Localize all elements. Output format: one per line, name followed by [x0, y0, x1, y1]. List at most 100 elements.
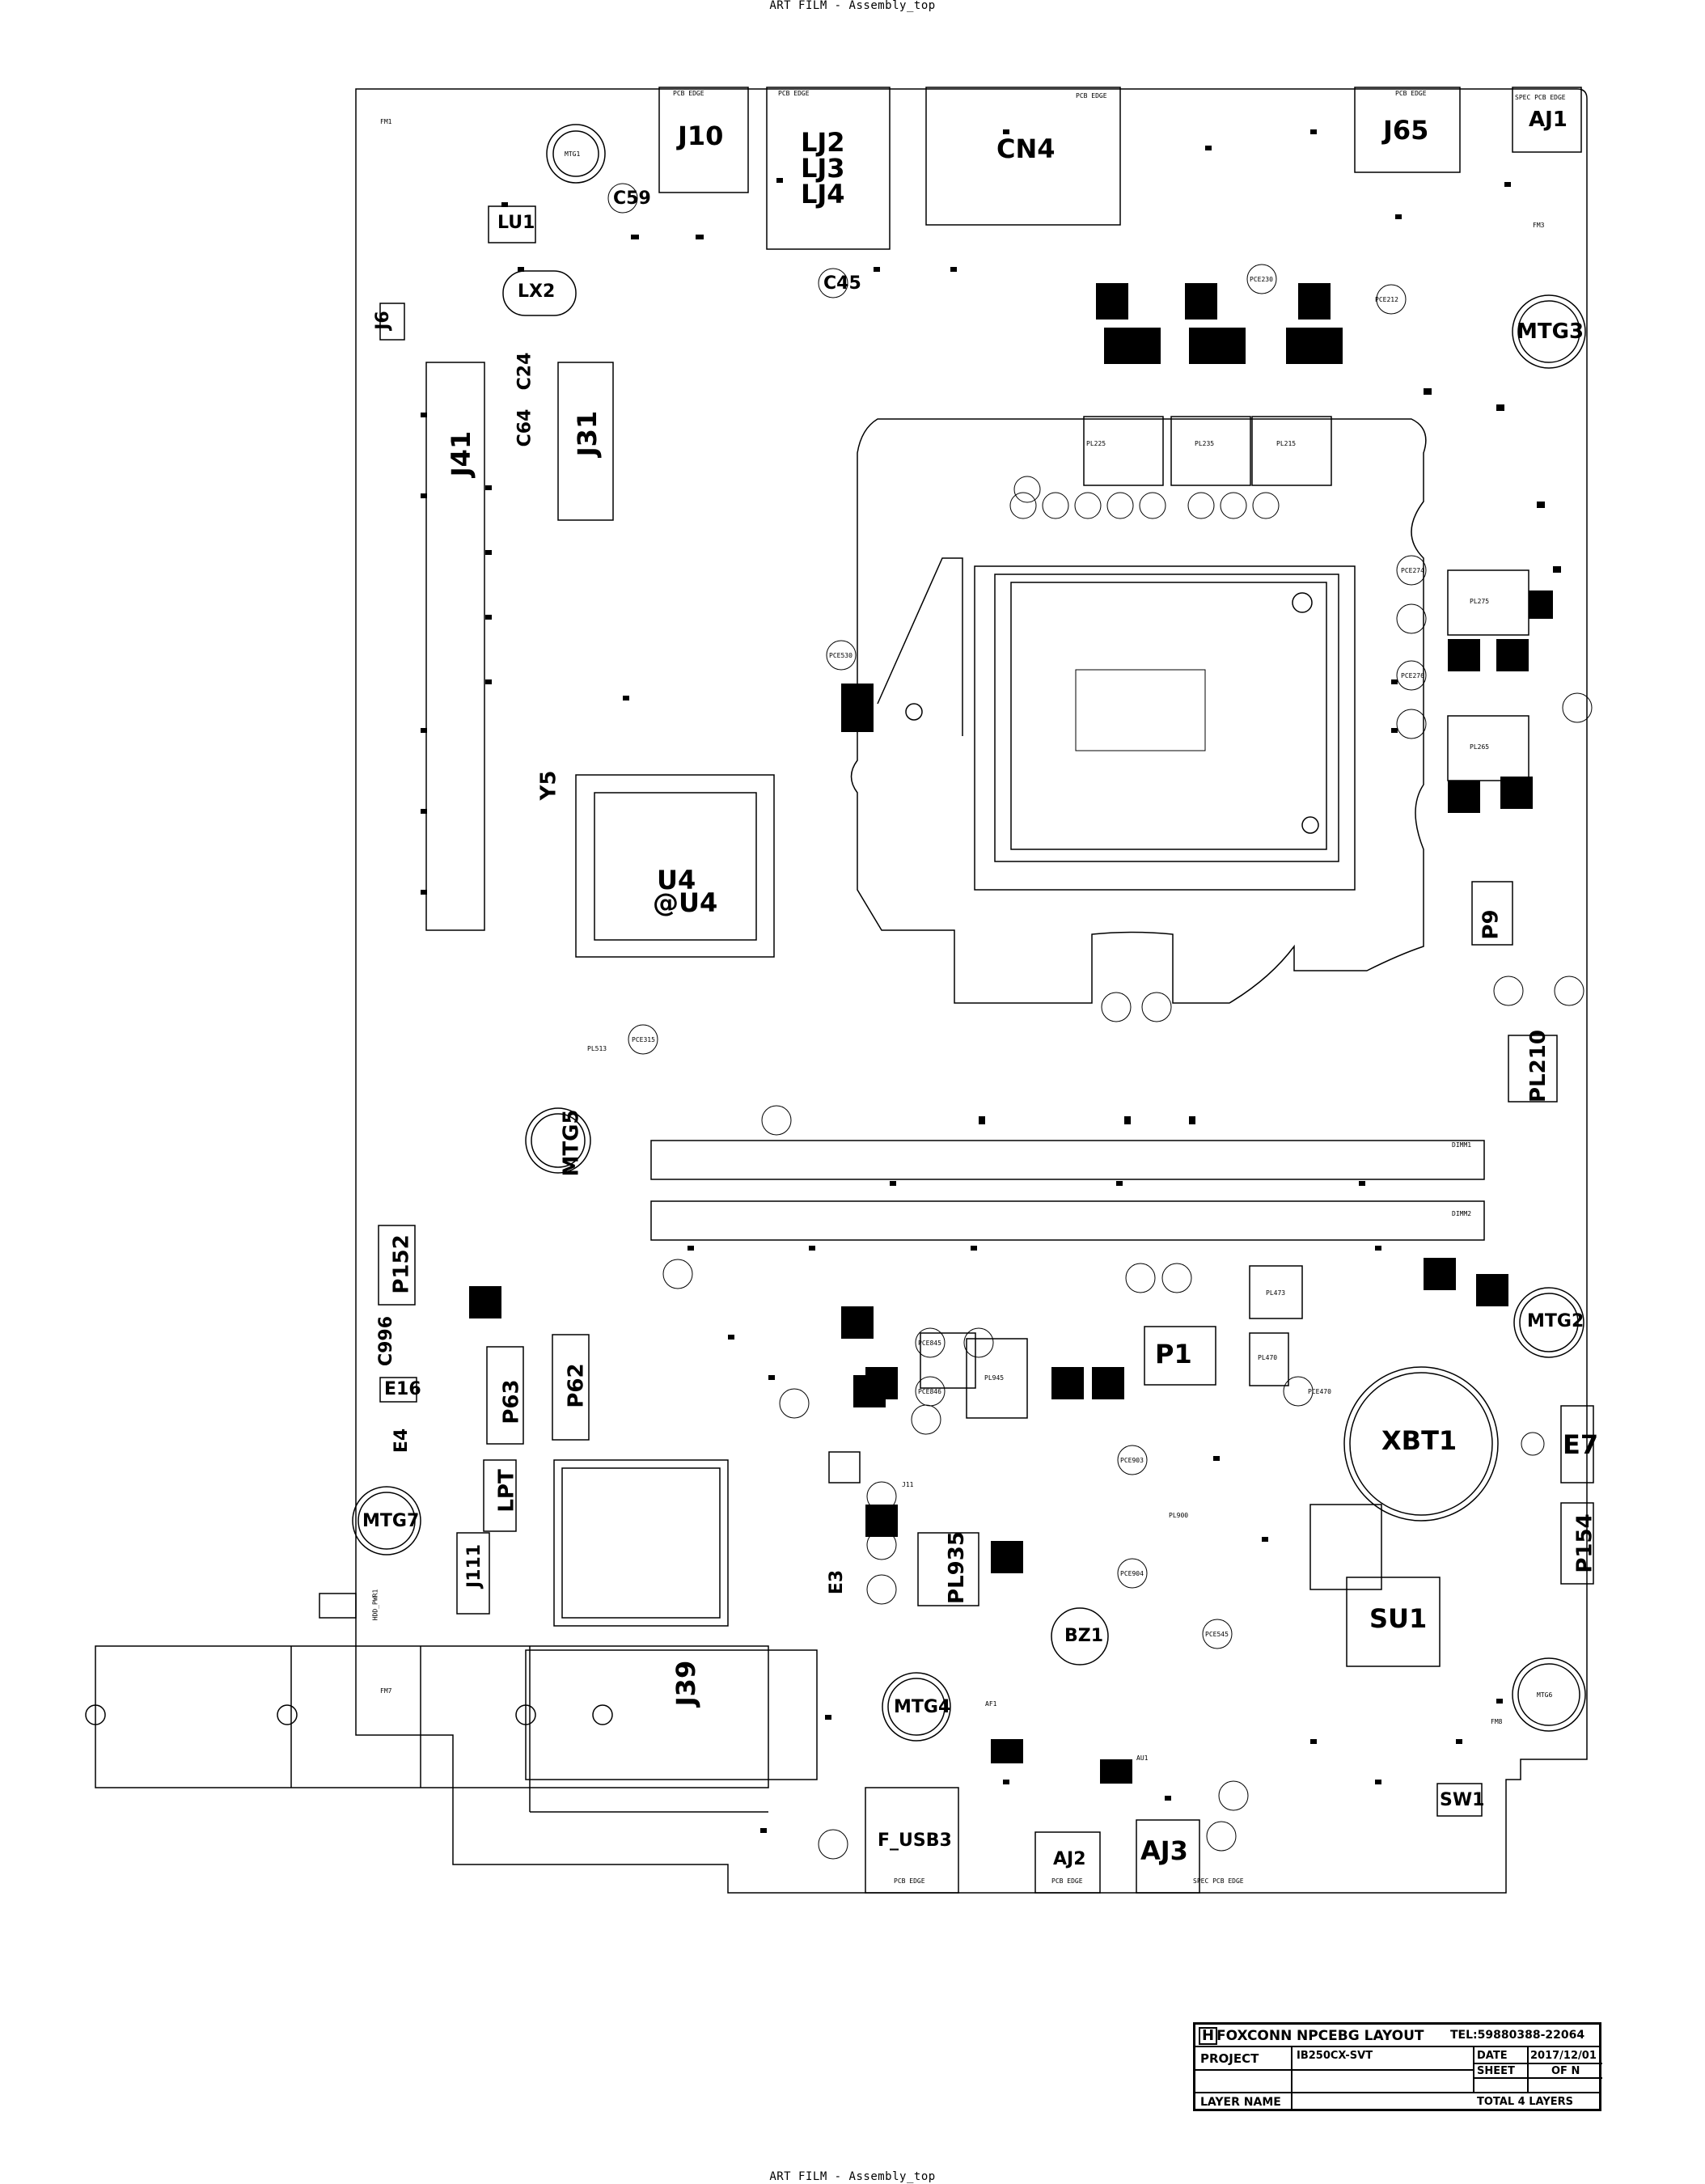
mtg2-label: MTG2 — [1527, 1311, 1584, 1331]
mtg7-hole — [352, 1486, 421, 1555]
p63-label: P63 — [499, 1379, 524, 1424]
pl513-label: PL513 — [587, 1045, 607, 1052]
pl470-label: PL470 — [1258, 1354, 1278, 1361]
f-usb3-label: F_USB3 — [878, 1831, 952, 1851]
j65-label: J65 — [1383, 115, 1429, 146]
io-bracket — [95, 1645, 769, 1788]
bz1-buzzer — [1051, 1607, 1109, 1666]
title-block: H FOXCONN NPCEBG LAYOUT TEL:59880388-220… — [1193, 2022, 1602, 2111]
mtg5-label: MTG5 — [559, 1109, 584, 1177]
pcb-edge-fusb3: PCB EDGE — [894, 1877, 925, 1885]
pce845-label: PCE845 — [918, 1340, 941, 1347]
j6-label: J6 — [372, 311, 393, 330]
p152-label: P152 — [389, 1234, 414, 1294]
pce315-label: PCE315 — [632, 1036, 655, 1043]
pcb-edge-aj2: PCB EDGE — [1051, 1877, 1083, 1885]
mtg4-hole — [882, 1672, 951, 1742]
pce846-label: PCE846 — [918, 1388, 941, 1395]
fm3-label: FM3 — [1533, 222, 1545, 229]
pce274-label: PCE274 — [1401, 567, 1424, 574]
xbt1-label: XBT1 — [1381, 1425, 1458, 1456]
pce530-label: PCE530 — [829, 652, 852, 659]
j10-label: J10 — [678, 121, 724, 151]
dimm2-label: DIMM2 — [1452, 1210, 1472, 1217]
c64-label: C64 — [514, 408, 535, 447]
lj3-label: LJ3 — [801, 153, 845, 184]
p1-label: P1 — [1155, 1339, 1192, 1369]
cpu-socket-region — [850, 418, 1427, 1004]
pl210-label: PL210 — [1525, 1030, 1551, 1103]
pce545-label: PCE545 — [1205, 1631, 1229, 1638]
spec-edge-aj3: SPEC PCB EDGE — [1193, 1877, 1244, 1885]
j10-connector — [658, 87, 749, 193]
aj1-label: AJ1 — [1529, 108, 1568, 132]
j31-label: J31 — [572, 410, 603, 457]
pcb-edge-lj: PCB EDGE — [778, 90, 810, 97]
e16-label: E16 — [384, 1379, 421, 1399]
u4-chip — [575, 774, 775, 958]
date-value: 2017/12/01 — [1530, 2050, 1597, 2062]
tel-number: TEL:59880388-22064 — [1450, 2029, 1585, 2042]
layer-name-label: LAYER NAME — [1200, 2096, 1281, 2109]
mtg3-hole — [1512, 294, 1586, 369]
pce903-label: PCE903 — [1120, 1457, 1144, 1464]
mtg6-hole — [1512, 1657, 1586, 1732]
j65-connector — [1354, 87, 1461, 173]
capacitor-circles — [607, 183, 1593, 1860]
u4-alt-label: @U4 — [653, 887, 718, 918]
e4-label: E4 — [391, 1428, 412, 1454]
bz1-label: BZ1 — [1064, 1626, 1104, 1646]
e7-label: E7 — [1563, 1429, 1599, 1460]
mtg6-label: MTG6 — [1537, 1691, 1553, 1699]
p9-label: P9 — [1479, 909, 1504, 940]
hdd-pwr1-label: HDD_PWR1 — [371, 1589, 379, 1621]
aj1-connector — [1512, 87, 1582, 153]
mtg4-label: MTG4 — [894, 1697, 951, 1717]
dimm2-slot — [650, 1200, 1485, 1241]
pl473-label: PL473 — [1266, 1289, 1286, 1297]
aj2-label: AJ2 — [1053, 1849, 1086, 1869]
pce230-label: PCE230 — [1250, 276, 1273, 283]
dimm1-label: DIMM1 — [1452, 1141, 1472, 1149]
dimm1-slot — [650, 1140, 1485, 1180]
au1-label: AU1 — [1136, 1754, 1149, 1762]
lj4-label: LJ4 — [801, 179, 845, 210]
pcb-edge-cn4: PCB EDGE — [1076, 92, 1107, 99]
lj2-label: LJ2 — [801, 127, 845, 158]
pce470-label: PCE470 — [1308, 1388, 1331, 1395]
j39-label: J39 — [671, 1660, 702, 1707]
fm7-label: FM7 — [380, 1687, 392, 1695]
company-name: FOXCONN — [1216, 2028, 1292, 2044]
mtg1-hole — [546, 124, 606, 184]
af1-label: AF1 — [985, 1700, 997, 1708]
lpt-label: LPT — [494, 1469, 519, 1513]
pcb-edge-j65: PCB EDGE — [1395, 90, 1427, 97]
c24-label: C24 — [514, 352, 535, 391]
j11-label: J11 — [902, 1481, 914, 1488]
pl275-label: PL275 — [1470, 598, 1490, 605]
pl945-label: PL945 — [984, 1374, 1005, 1382]
c59-label: C59 — [613, 188, 651, 209]
fm8-label: FM8 — [1491, 1718, 1503, 1725]
spec-edge-aj1: SPEC PCB EDGE — [1515, 94, 1566, 101]
mtg3-label: MTG3 — [1517, 320, 1584, 344]
mtg7-label: MTG7 — [362, 1511, 420, 1531]
u4-label: U4 — [657, 865, 696, 895]
pl225-label: PL225 — [1086, 440, 1106, 447]
xbt1-battery — [1343, 1366, 1499, 1522]
aj3-label: AJ3 — [1140, 1835, 1188, 1866]
fm1-label: FM1 — [380, 118, 392, 125]
pce212-label: PCE212 — [1375, 296, 1398, 303]
pcb-edge-j10: PCB EDGE — [673, 90, 704, 97]
mtg5-hole — [525, 1107, 591, 1174]
pl235-label: PL235 — [1195, 440, 1215, 447]
c45-label: C45 — [823, 273, 861, 294]
header-caption: ART FILM - Assembly_top — [769, 0, 936, 12]
pce276-label: PCE276 — [1401, 672, 1424, 679]
mtg1-label: MTG1 — [565, 150, 581, 158]
c996-label: C996 — [376, 1315, 397, 1367]
j41-label: J41 — [446, 430, 477, 477]
foxconn-logo-icon: H — [1199, 2027, 1218, 2045]
project-label: PROJECT — [1200, 2051, 1259, 2066]
